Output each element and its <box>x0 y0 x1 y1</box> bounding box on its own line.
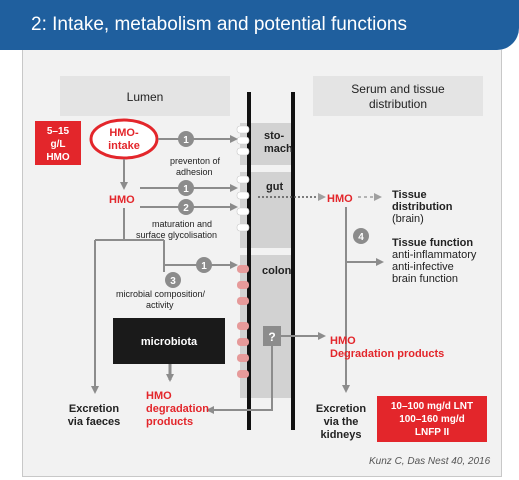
intake-concentration-line1: 5–15 <box>47 126 70 137</box>
epithelium-right-wall <box>291 92 295 430</box>
serum-header-line1: Serum and tissue <box>351 82 445 96</box>
step-marker-3 <box>165 272 181 288</box>
colon-villus <box>237 354 249 362</box>
tissue-function-line2: anti-inflammatory <box>392 249 477 261</box>
excretion-kidneys-line3: kidneys <box>321 429 362 441</box>
microbial-note-line1: microbial composition/ <box>116 289 206 299</box>
hmo-intake-line1: HMO- <box>109 127 139 139</box>
degradation-serum-line1: HMO <box>330 335 356 347</box>
colon-villus <box>237 265 249 273</box>
stomach-villus <box>236 125 250 134</box>
hmo-intake-line2: intake <box>108 140 140 152</box>
colon-villus <box>237 297 249 305</box>
epithelium-left-wall <box>247 92 251 430</box>
serum-header-box <box>313 76 483 116</box>
gut-villus <box>236 223 250 232</box>
urine-concentration-line3: LNFP II <box>415 427 449 438</box>
excretion-kidneys-line2: via the <box>324 416 359 428</box>
degradation-lumen-line2: degradation <box>146 403 209 415</box>
lumen-header-box <box>60 76 230 116</box>
stomach-label-line1: sto- <box>264 130 285 142</box>
maturation-note-line2: surface glycolisation <box>136 230 217 240</box>
lumen-header: Lumen <box>127 90 164 104</box>
tissue-function-title: Tissue function <box>392 237 473 249</box>
source-credit: Kunz C, Das Nest 40, 2016 <box>369 456 491 467</box>
tissue-distribution-line3: (brain) <box>392 213 424 225</box>
hmo-lumen-label: HMO <box>109 194 135 206</box>
colon-villus <box>237 370 249 378</box>
colon-label: colon <box>262 265 292 277</box>
step-marker-2 <box>178 199 194 215</box>
gut-villus <box>236 175 250 184</box>
urine-concentration-box <box>377 396 487 442</box>
degradation-lumen-line3: products <box>146 416 193 428</box>
step-marker-4-label: 4 <box>358 232 364 243</box>
unknown-marker-label: ? <box>268 330 275 344</box>
colon-villus <box>237 281 249 289</box>
stomach-label-line2: mach <box>264 143 293 155</box>
header-bar: 2: Intake, metabolism and potential func… <box>0 0 519 50</box>
microbiota-label: microbiota <box>141 336 198 348</box>
intake-concentration-box <box>35 121 81 165</box>
prevention-note-line2: adhesion <box>176 167 213 177</box>
excretion-kidneys-line1: Excretion <box>316 403 366 415</box>
gut-villus <box>236 207 250 216</box>
intake-concentration-line2: g/L <box>51 139 66 150</box>
stomach-villus <box>236 147 250 156</box>
step-marker-3-label: 3 <box>170 276 176 287</box>
tissue-distribution-title: Tissue <box>392 189 427 201</box>
unknown-marker <box>263 326 281 346</box>
step-marker-1 <box>178 180 194 196</box>
intake-concentration-line3: HMO <box>46 152 70 163</box>
hmo-intake-ellipse <box>89 118 159 160</box>
microbial-note-line2: activity <box>146 300 174 310</box>
urine-concentration-line1: 10–100 mg/d LNT <box>391 401 473 412</box>
gut-villus <box>236 191 250 200</box>
header-title: 2: Intake, metabolism and potential func… <box>31 14 408 35</box>
step-marker-1 <box>178 131 194 147</box>
degradation-serum-line2: Degradation products <box>330 348 444 360</box>
step-marker-1-label: 1 <box>183 135 189 146</box>
excretion-faeces-line1: Excretion <box>69 403 119 415</box>
excretion-faeces-line2: via faeces <box>68 416 121 428</box>
step-marker-1-label: 1 <box>201 261 207 272</box>
degradation-lumen-line1: HMO <box>146 390 172 402</box>
tissue-function-line3: anti-infective <box>392 261 454 273</box>
step-marker-1-label: 1 <box>183 184 189 195</box>
colon-villus <box>237 322 249 330</box>
tissue-function-line4: brain function <box>392 273 458 285</box>
tissue-distribution-line2: distribution <box>392 201 453 213</box>
maturation-note-line1: maturation and <box>152 219 212 229</box>
step-marker-2-label: 2 <box>183 203 189 214</box>
step-marker-4 <box>353 228 369 244</box>
step-marker-1 <box>196 257 212 273</box>
prevention-note-line1: preventon of <box>170 156 221 166</box>
microbiota-box <box>113 318 225 364</box>
colon-villus <box>237 338 249 346</box>
gut-label: gut <box>266 181 283 193</box>
serum-header-line2: distribution <box>369 97 427 111</box>
degradation-lumen-arrow <box>206 346 273 414</box>
urine-concentration-line2: 100–160 mg/d <box>399 414 465 425</box>
stomach-villus <box>236 136 250 145</box>
hmo-serum-label: HMO <box>327 193 353 205</box>
